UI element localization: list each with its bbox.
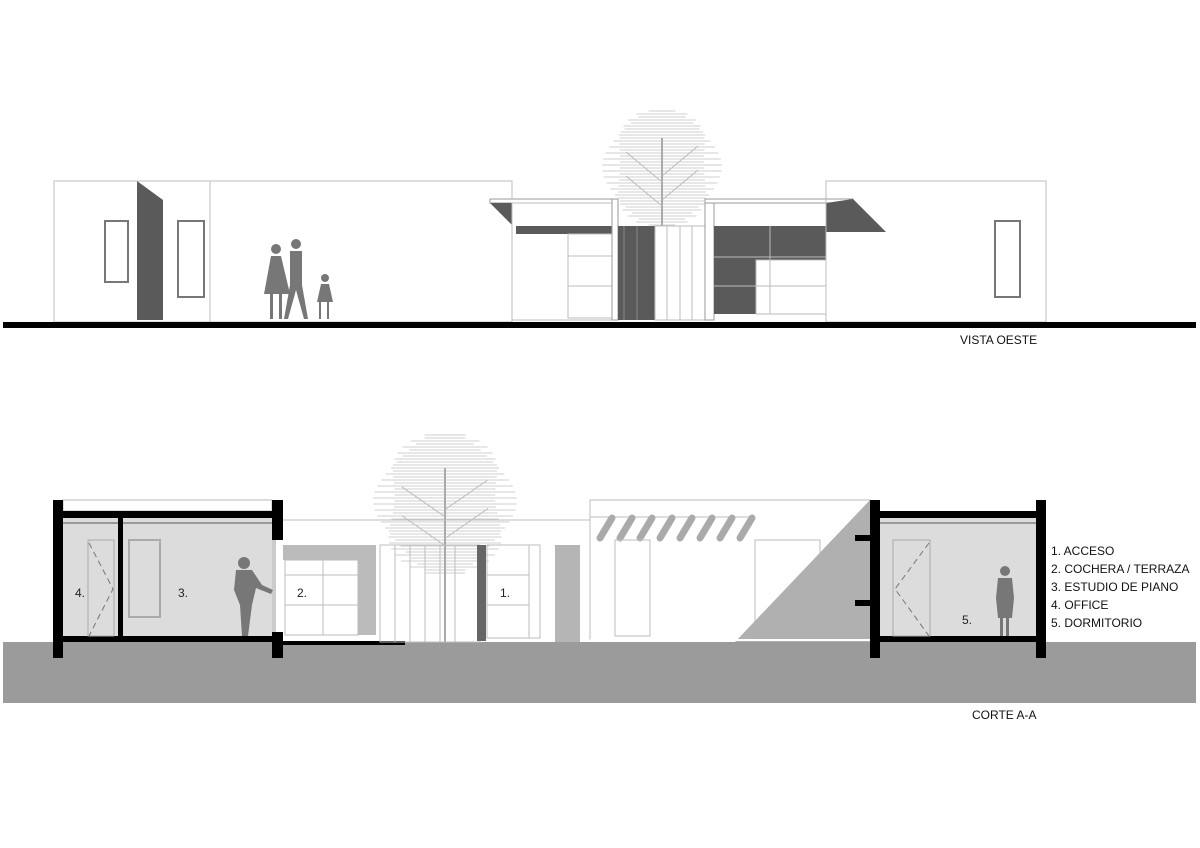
glass-wall	[272, 540, 276, 632]
roof-shadow-left	[490, 203, 512, 225]
window-piano	[128, 539, 161, 618]
garage-slab	[283, 641, 405, 645]
window-left-1	[104, 220, 129, 283]
tree-branch	[444, 479, 489, 511]
cut-walls-left	[53, 500, 283, 658]
door-office	[87, 539, 115, 637]
cut-walls-right	[855, 500, 1046, 658]
garage-door	[284, 559, 359, 636]
tree-branch	[661, 169, 699, 201]
room-tag-1: 1.	[500, 586, 510, 600]
window-access	[486, 544, 541, 639]
window-grid-left	[567, 233, 613, 319]
legend-item: 3. ESTUDIO DE PIANO	[1051, 580, 1178, 594]
pergola-slat	[736, 514, 756, 542]
pergola-slat	[616, 514, 636, 542]
window-right	[994, 220, 1021, 298]
room-tag-2: 2.	[297, 586, 307, 600]
tree-branch	[625, 151, 663, 183]
garage-side-panel	[358, 545, 376, 635]
gray-panel	[555, 545, 580, 642]
legend-item: 1. ACCESO	[1051, 544, 1114, 558]
lintel-band	[516, 226, 612, 234]
tree-branch	[401, 515, 446, 547]
pergola-slat	[596, 514, 616, 542]
door-bedroom	[892, 539, 931, 637]
pergola-slat	[716, 514, 736, 542]
pergola-slat	[656, 514, 676, 542]
legend-item: 4. OFFICE	[1051, 598, 1108, 612]
roof-slab-left	[489, 198, 613, 204]
window-left-2	[177, 220, 205, 298]
column-right	[704, 198, 715, 321]
column-left	[611, 198, 619, 321]
pavilion-left	[511, 202, 613, 321]
room-tag-3: 3.	[178, 586, 188, 600]
tree-section	[373, 434, 517, 642]
pergola-slat	[636, 514, 656, 542]
entry-column	[477, 545, 486, 641]
window-grid-right	[714, 226, 827, 315]
shadow-triangle	[735, 500, 870, 642]
west-elevation: VISTA OESTE	[3, 110, 1196, 347]
tree-elevation	[602, 110, 722, 226]
room-tag-5: 5.	[962, 613, 972, 627]
door-pergola-1	[614, 539, 651, 637]
dark-slanted-panel	[137, 181, 163, 320]
ground-line	[3, 322, 1196, 328]
people-silhouettes	[264, 239, 333, 319]
room-legend: 1. ACCESO 2. COCHERA / TERRAZA 3. ESTUDI…	[1051, 544, 1189, 630]
tree-branch	[444, 507, 489, 539]
legend-item: 5. DORMITORIO	[1051, 616, 1142, 630]
room-tag-4: 4.	[75, 586, 85, 600]
pergola-slat	[696, 514, 716, 542]
elevation-title: VISTA OESTE	[960, 333, 1037, 347]
tree-branch	[625, 175, 663, 207]
pergola-slat	[676, 514, 696, 542]
garage-lintel	[283, 545, 376, 560]
person-silhouette-woman	[996, 566, 1014, 636]
vertical-slats	[623, 225, 706, 321]
section-a-a: 4. 3. 2. 1.	[3, 434, 1196, 722]
person-silhouette	[234, 557, 273, 636]
pergola-slats	[596, 514, 756, 542]
tree-branch	[661, 145, 699, 177]
vertical-slats-section	[379, 544, 481, 643]
roof-shadow-right	[826, 199, 886, 232]
tree-branch	[401, 486, 446, 518]
ground-section	[3, 642, 1196, 703]
section-title: CORTE A-A	[972, 708, 1036, 722]
legend-item: 2. COCHERA / TERRAZA	[1051, 562, 1189, 576]
parapet	[62, 499, 273, 512]
